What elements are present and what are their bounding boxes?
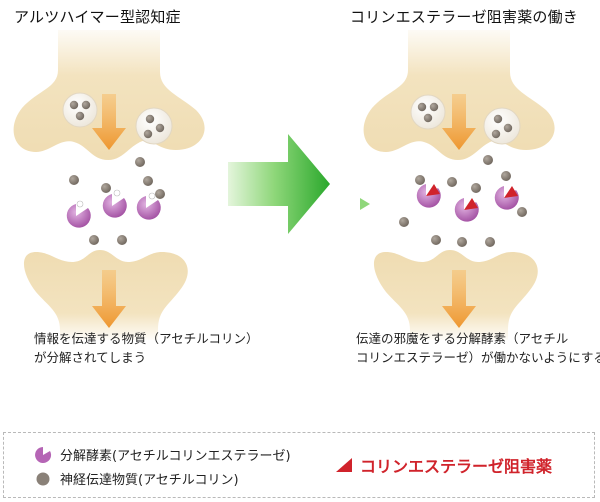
transmitter-molecule (431, 235, 441, 245)
legend-enzyme-row: 分解酵素(アセチルコリンエステラーゼ) (34, 445, 291, 464)
vesicle-transmitter (429, 102, 439, 112)
transmitter-molecule (485, 237, 495, 247)
enzyme-blocked (454, 198, 479, 222)
small-pointer-icon (360, 198, 370, 210)
broken-transmitter-icon (113, 189, 121, 197)
left-panel-caption: 情報を伝達する物質（アセチルコリン） が分解されてしまう (34, 329, 284, 367)
transmitter-molecule (155, 189, 165, 199)
right-caption-line-2: コリンエステラーゼ）が働かないようにする (356, 350, 600, 365)
vesicle-transmitter (503, 123, 513, 133)
inhibitor-icon (336, 458, 352, 472)
left-signal-arrow-bottom (92, 270, 126, 328)
transmitter-molecule (89, 235, 99, 245)
left-signal-arrow-top (92, 94, 126, 150)
right-panel-caption: 伝達の邪魔をする分解酵素（アセチル コリンエステラーゼ）が働かないようにする (356, 329, 600, 367)
right-panel-title: コリンエステラーゼ阻害薬の働き (350, 8, 579, 26)
left-caption-line-2: が分解されてしまう (34, 350, 147, 365)
transmitter-molecule (415, 175, 425, 185)
transmitter-molecule (117, 235, 127, 245)
legend-inhibitor-row: コリンエステラーゼ阻害薬 (334, 453, 552, 477)
enzyme-icon (35, 446, 52, 463)
transmitter-molecule (101, 183, 111, 193)
transmitter-molecule (501, 171, 511, 181)
enzyme (136, 196, 161, 220)
right-signal-arrow-top (442, 94, 476, 150)
enzyme-blocked (416, 184, 441, 208)
right-vesicle-1 (410, 94, 446, 130)
vesicle-transmitter (75, 111, 85, 121)
left-vesicle-2 (135, 107, 173, 145)
transmitter-molecule (399, 217, 409, 227)
synapse-diagram (13, 30, 555, 340)
vesicle-transmitter (493, 114, 503, 124)
legend-transmitter-label: 神経伝達物質(アセチルコリン) (60, 473, 239, 488)
transmitter-molecule (143, 176, 153, 186)
legend-enzyme-label: 分解酵素(アセチルコリンエステラーゼ) (60, 449, 291, 464)
right-signal-arrow-bottom (442, 270, 476, 328)
vesicle-transmitter (143, 129, 153, 139)
transmitter-molecule (447, 177, 457, 187)
legend-box: 分解酵素(アセチルコリンエステラーゼ) 神経伝達物質(アセチルコリン) コリンエ… (3, 432, 595, 498)
legend-transmitter-row: 神経伝達物質(アセチルコリン) (34, 469, 239, 488)
transmitter-molecule (471, 183, 481, 193)
enzyme (102, 194, 127, 218)
enzyme (66, 204, 91, 228)
vesicle-transmitter (491, 129, 501, 139)
inhibitor-icon (426, 184, 440, 196)
enzyme-blocked (494, 186, 519, 210)
left-caption-line-1: 情報を伝達する物質（アセチルコリン） (34, 331, 259, 346)
transmitter-icon (36, 472, 50, 485)
vesicle-transmitter (81, 100, 91, 110)
left-vesicle-1 (62, 92, 98, 128)
inhibitor-icon (464, 198, 478, 210)
vesicle-transmitter (417, 102, 427, 112)
vesicle-transmitter (423, 113, 433, 123)
transition-arrow (228, 134, 330, 234)
right-vesicle-2 (483, 107, 521, 145)
transmitter-molecule (517, 207, 527, 217)
transmitter-molecule (135, 157, 145, 167)
legend-inhibitor-label: コリンエステラーゼ阻害薬 (360, 457, 553, 476)
transmitter-molecule (457, 237, 467, 247)
transmitter-molecule (69, 175, 79, 185)
inhibitor-icon (504, 186, 518, 198)
right-caption-line-1: 伝達の邪魔をする分解酵素（アセチル (356, 331, 569, 346)
transmitter-molecule (483, 155, 493, 165)
left-panel-title: アルツハイマー型認知症 (14, 8, 181, 26)
broken-transmitter-icon (148, 192, 156, 200)
vesicle-transmitter (155, 123, 165, 133)
vesicle-transmitter (69, 100, 79, 110)
broken-transmitter-icon (76, 200, 84, 208)
vesicle-transmitter (145, 114, 155, 124)
